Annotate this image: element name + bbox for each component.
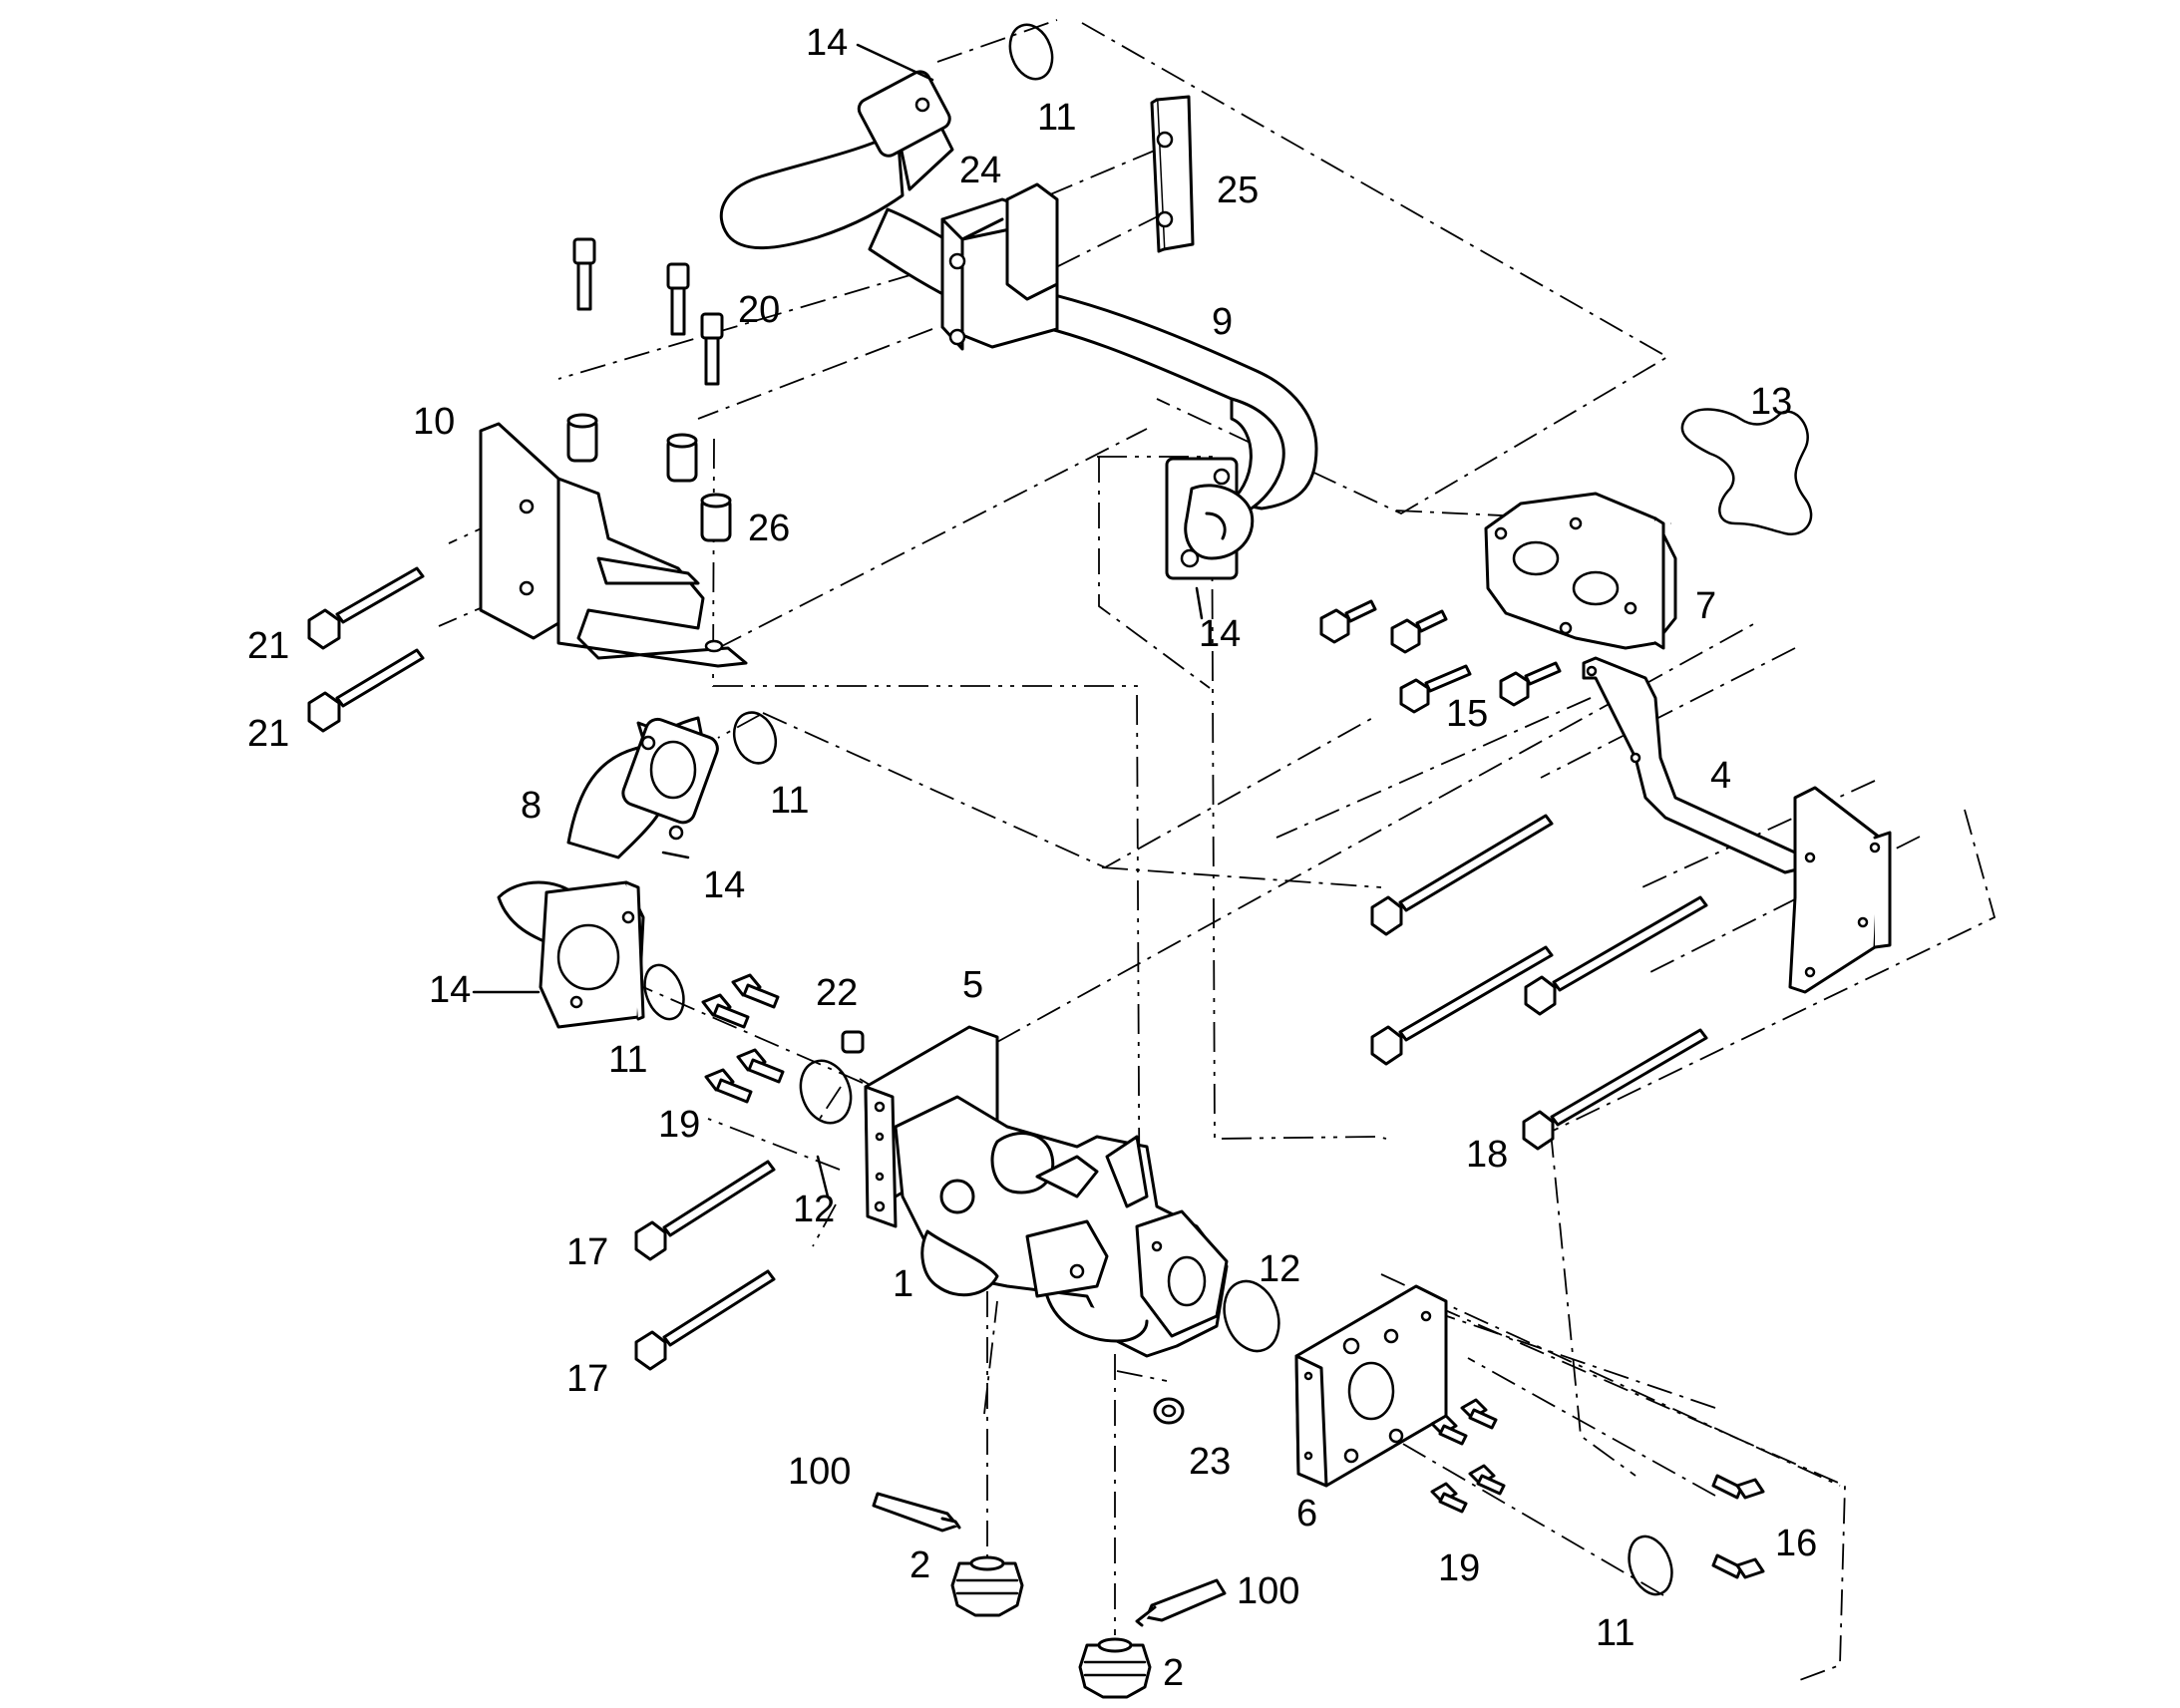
callout-20: 20 bbox=[738, 289, 780, 331]
callout-18: 18 bbox=[1466, 1134, 1508, 1176]
callout-labels: 14 11 24 25 20 9 13 10 26 14 7 21 21 15 … bbox=[247, 22, 1817, 1694]
leader-lines bbox=[472, 43, 1204, 1198]
callout-9: 9 bbox=[1212, 301, 1233, 343]
callout-14: 14 bbox=[1199, 613, 1241, 655]
o-rings bbox=[643, 23, 1673, 1596]
support-bracket-4 bbox=[1582, 656, 1807, 874]
callout-23: 23 bbox=[1189, 1441, 1231, 1483]
callout-4: 4 bbox=[1710, 755, 1731, 797]
bolts-16 bbox=[1711, 1474, 1765, 1579]
callout-2: 2 bbox=[1163, 1652, 1184, 1694]
pipe-assembly-9 bbox=[719, 70, 1318, 580]
callout-14: 14 bbox=[429, 969, 471, 1011]
sealant-tubes-100 bbox=[872, 1492, 1227, 1627]
bolts-20 bbox=[572, 237, 724, 386]
callout-100: 100 bbox=[788, 1451, 851, 1493]
bolts-15 bbox=[1319, 599, 1562, 714]
drain-plugs-2 bbox=[950, 1555, 1152, 1699]
screws-19-right bbox=[1430, 1398, 1506, 1514]
callout-17: 17 bbox=[566, 1358, 608, 1400]
callout-7: 7 bbox=[1695, 585, 1716, 627]
callout-1: 1 bbox=[893, 1263, 913, 1305]
bolts-21 bbox=[307, 566, 425, 733]
gasket-13 bbox=[1680, 408, 1813, 536]
studs-17 bbox=[634, 1160, 776, 1371]
callout-10: 10 bbox=[413, 401, 455, 443]
callout-15: 15 bbox=[1446, 693, 1488, 735]
plug-23 bbox=[1153, 1397, 1185, 1425]
callout-14: 14 bbox=[703, 864, 745, 906]
plug-22 bbox=[841, 1030, 865, 1054]
callout-24: 24 bbox=[959, 150, 1001, 191]
callout-13: 13 bbox=[1750, 381, 1792, 423]
spacers-26 bbox=[566, 413, 732, 542]
callout-21: 21 bbox=[247, 713, 289, 755]
callout-11: 11 bbox=[1596, 1612, 1635, 1654]
plate-6 bbox=[1294, 1284, 1448, 1488]
callout-17: 17 bbox=[566, 1231, 608, 1273]
callout-11: 11 bbox=[608, 1039, 647, 1081]
flange-7 bbox=[1484, 492, 1677, 650]
clamp-plate-25 bbox=[1150, 95, 1195, 253]
support-block bbox=[1788, 786, 1892, 994]
callout-16: 16 bbox=[1775, 1523, 1817, 1564]
pipe-assembly-8 bbox=[497, 716, 719, 1029]
main-housing-1 bbox=[894, 1095, 1229, 1358]
callout-12: 12 bbox=[1259, 1248, 1300, 1290]
callout-11: 11 bbox=[1037, 97, 1076, 139]
callout-8: 8 bbox=[521, 785, 542, 827]
callout-25: 25 bbox=[1217, 170, 1259, 211]
callout-14: 14 bbox=[806, 22, 848, 64]
rods-18 bbox=[1370, 814, 1708, 1151]
callout-6: 6 bbox=[1296, 1493, 1317, 1535]
bracket-10 bbox=[479, 422, 748, 668]
callout-21: 21 bbox=[247, 625, 289, 667]
callout-2: 2 bbox=[909, 1544, 930, 1586]
callout-19: 19 bbox=[658, 1104, 700, 1146]
callout-26: 26 bbox=[748, 508, 790, 549]
callout-22: 22 bbox=[816, 972, 858, 1014]
callout-19: 19 bbox=[1438, 1547, 1480, 1589]
screws-19-left bbox=[701, 973, 785, 1104]
callout-100: 100 bbox=[1237, 1570, 1299, 1612]
callout-5: 5 bbox=[962, 964, 983, 1006]
callout-12: 12 bbox=[793, 1189, 835, 1230]
callout-11: 11 bbox=[770, 780, 809, 822]
